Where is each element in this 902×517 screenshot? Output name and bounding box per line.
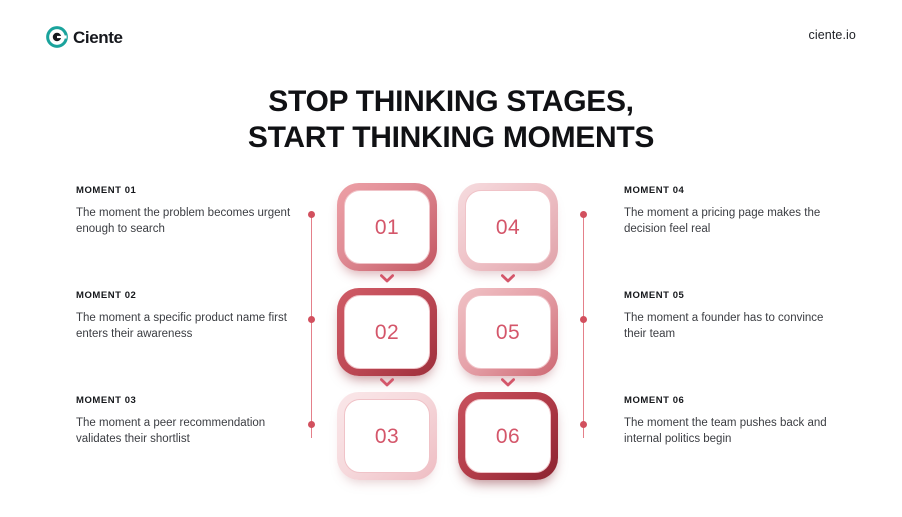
- brand-name: Ciente: [73, 27, 123, 47]
- moment-item-04: MOMENT 04 The moment a pricing page make…: [624, 186, 842, 238]
- moment-item-06: MOMENT 06 The moment the team pushes bac…: [624, 396, 842, 448]
- site-url[interactable]: ciente.io: [808, 28, 856, 42]
- connector-line: [311, 214, 313, 438]
- moment-item-03: MOMENT 03 The moment a peer recommendati…: [76, 396, 294, 448]
- moment-item-02: MOMENT 02 The moment a specific product …: [76, 291, 294, 343]
- card-outer-frame: 02: [337, 288, 437, 376]
- connector-rail-right: [580, 211, 587, 438]
- page-title-line-2: START THINKING MOMENTS: [247, 121, 655, 154]
- moment-kicker: MOMENT 03: [76, 395, 137, 406]
- moment-card-06[interactable]: 06: [458, 392, 558, 480]
- card-number: 05: [495, 320, 521, 344]
- card-inner-face: 02: [344, 295, 430, 369]
- chevron-down-icon: [380, 274, 394, 283]
- card-outer-frame: 06: [458, 392, 558, 480]
- slide-header: Ciente ciente.io: [0, 22, 902, 54]
- moment-kicker: MOMENT 01: [76, 185, 137, 196]
- moment-card-03[interactable]: 03: [337, 392, 437, 480]
- moment-item-01: MOMENT 01 The moment the problem becomes…: [76, 186, 294, 238]
- connector-dot-01: [308, 211, 315, 218]
- moment-description: The moment the problem becomes urgent en…: [76, 206, 291, 236]
- card-outer-frame: 01: [337, 183, 437, 271]
- card-inner-face: 01: [344, 190, 430, 264]
- card-outer-frame: 05: [458, 288, 558, 376]
- moment-description: The moment a pricing page makes the deci…: [624, 206, 821, 236]
- connector-line: [583, 214, 585, 438]
- chevron-down-icon: [501, 274, 515, 283]
- ciente-logo-icon: [46, 26, 68, 48]
- card-outer-frame: 04: [458, 183, 558, 271]
- card-number: 02: [374, 320, 400, 344]
- page-title: STOP THINKING STAGES, START THINKING MOM…: [0, 84, 902, 156]
- moment-card-01[interactable]: 01: [337, 183, 437, 271]
- moment-description: The moment a founder has to convince the…: [624, 311, 824, 341]
- moment-card-02[interactable]: 02: [337, 288, 437, 376]
- card-inner-face: 03: [344, 399, 430, 473]
- connector-dot-04: [580, 211, 587, 218]
- connector-dot-03: [308, 421, 315, 428]
- card-inner-face: 05: [465, 295, 551, 369]
- brand-lockup[interactable]: Ciente: [46, 22, 123, 52]
- moment-description: The moment a specific product name first…: [76, 311, 287, 341]
- moment-description: The moment a peer recommendation validat…: [76, 416, 266, 446]
- moment-description: The moment the team pushes back and inte…: [624, 416, 827, 446]
- moment-kicker: MOMENT 02: [76, 290, 137, 301]
- moment-card-04[interactable]: 04: [458, 183, 558, 271]
- connector-dot-02: [308, 316, 315, 323]
- connector-dot-05: [580, 316, 587, 323]
- page-title-line-1: STOP THINKING STAGES,: [268, 85, 634, 118]
- chevron-down-icon: [501, 378, 515, 387]
- chevron-down-icon: [380, 378, 394, 387]
- moment-kicker: MOMENT 05: [624, 290, 685, 301]
- card-number: 04: [495, 215, 521, 239]
- card-number: 01: [374, 215, 400, 239]
- moment-kicker: MOMENT 04: [624, 185, 685, 196]
- card-outer-frame: 03: [337, 392, 437, 480]
- card-inner-face: 06: [465, 399, 551, 473]
- moment-kicker: MOMENT 06: [624, 395, 685, 406]
- moment-item-05: MOMENT 05 The moment a founder has to co…: [624, 291, 842, 343]
- card-number: 06: [495, 424, 521, 448]
- connector-rail-left: [308, 211, 315, 438]
- connector-dot-06: [580, 421, 587, 428]
- moment-cards-grid: 01 02 03 04: [337, 183, 567, 483]
- card-inner-face: 04: [465, 190, 551, 264]
- card-number: 03: [374, 424, 400, 448]
- moment-card-05[interactable]: 05: [458, 288, 558, 376]
